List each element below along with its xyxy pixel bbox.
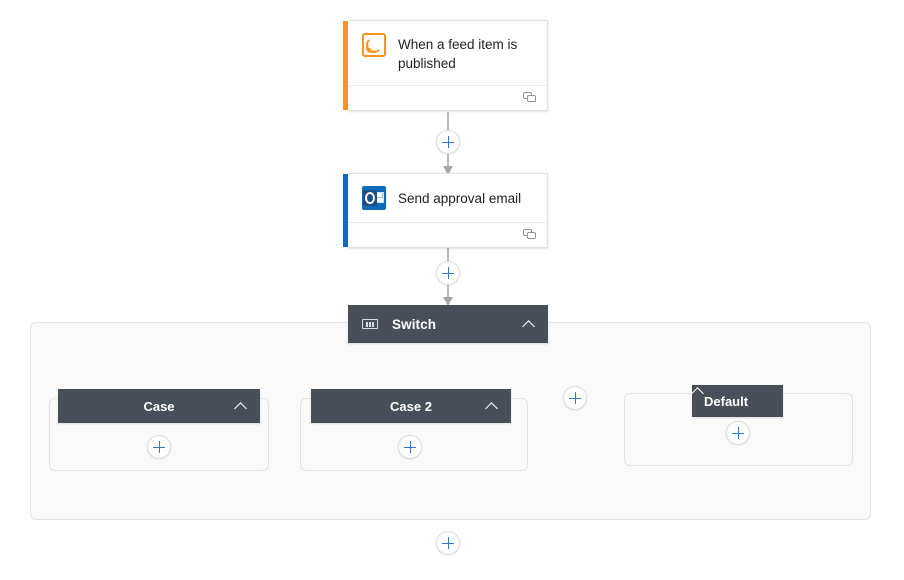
action-card-footer [348,222,547,247]
add-step-after-trigger-button[interactable] [436,130,460,154]
comment-icon[interactable] [523,229,537,241]
switch-title: Switch [392,316,437,332]
add-step-after-action-button[interactable] [436,261,460,285]
trigger-card-header: When a feed item is published [348,21,547,85]
switch-icon [362,319,378,329]
case-2-header[interactable]: Case 2 [311,389,511,423]
add-action-in-case-2-button[interactable] [398,435,422,459]
chevron-up-icon[interactable] [235,400,248,413]
trigger-accent-bar [343,21,348,110]
chevron-up-icon[interactable] [486,400,499,413]
case-1-header[interactable]: Case [58,389,260,423]
trigger-title: When a feed item is published [398,37,518,71]
add-action-in-default-button[interactable] [726,421,750,445]
rss-icon [362,33,386,57]
action-title: Send approval email [398,190,522,206]
switch-node-header[interactable]: Switch [348,305,548,343]
outlook-icon [362,186,386,210]
case-1-label: Case [143,398,175,414]
comment-icon[interactable] [523,92,537,104]
action-card-header: Send approval email [348,174,547,222]
case-2-label: Case 2 [390,398,432,414]
add-step-after-switch-button[interactable] [436,531,460,555]
trigger-card-footer [348,85,547,110]
default-case-label: Default [704,393,749,409]
chevron-up-icon[interactable] [523,318,536,331]
add-case-button[interactable] [563,386,587,410]
action-card-send-approval-email[interactable]: Send approval email [343,173,548,248]
trigger-card[interactable]: When a feed item is published [343,20,548,111]
chevron-up-icon[interactable] [760,395,773,408]
default-case-header[interactable]: Default [692,385,784,417]
add-action-in-case-1-button[interactable] [147,435,171,459]
action-accent-bar [343,174,348,247]
